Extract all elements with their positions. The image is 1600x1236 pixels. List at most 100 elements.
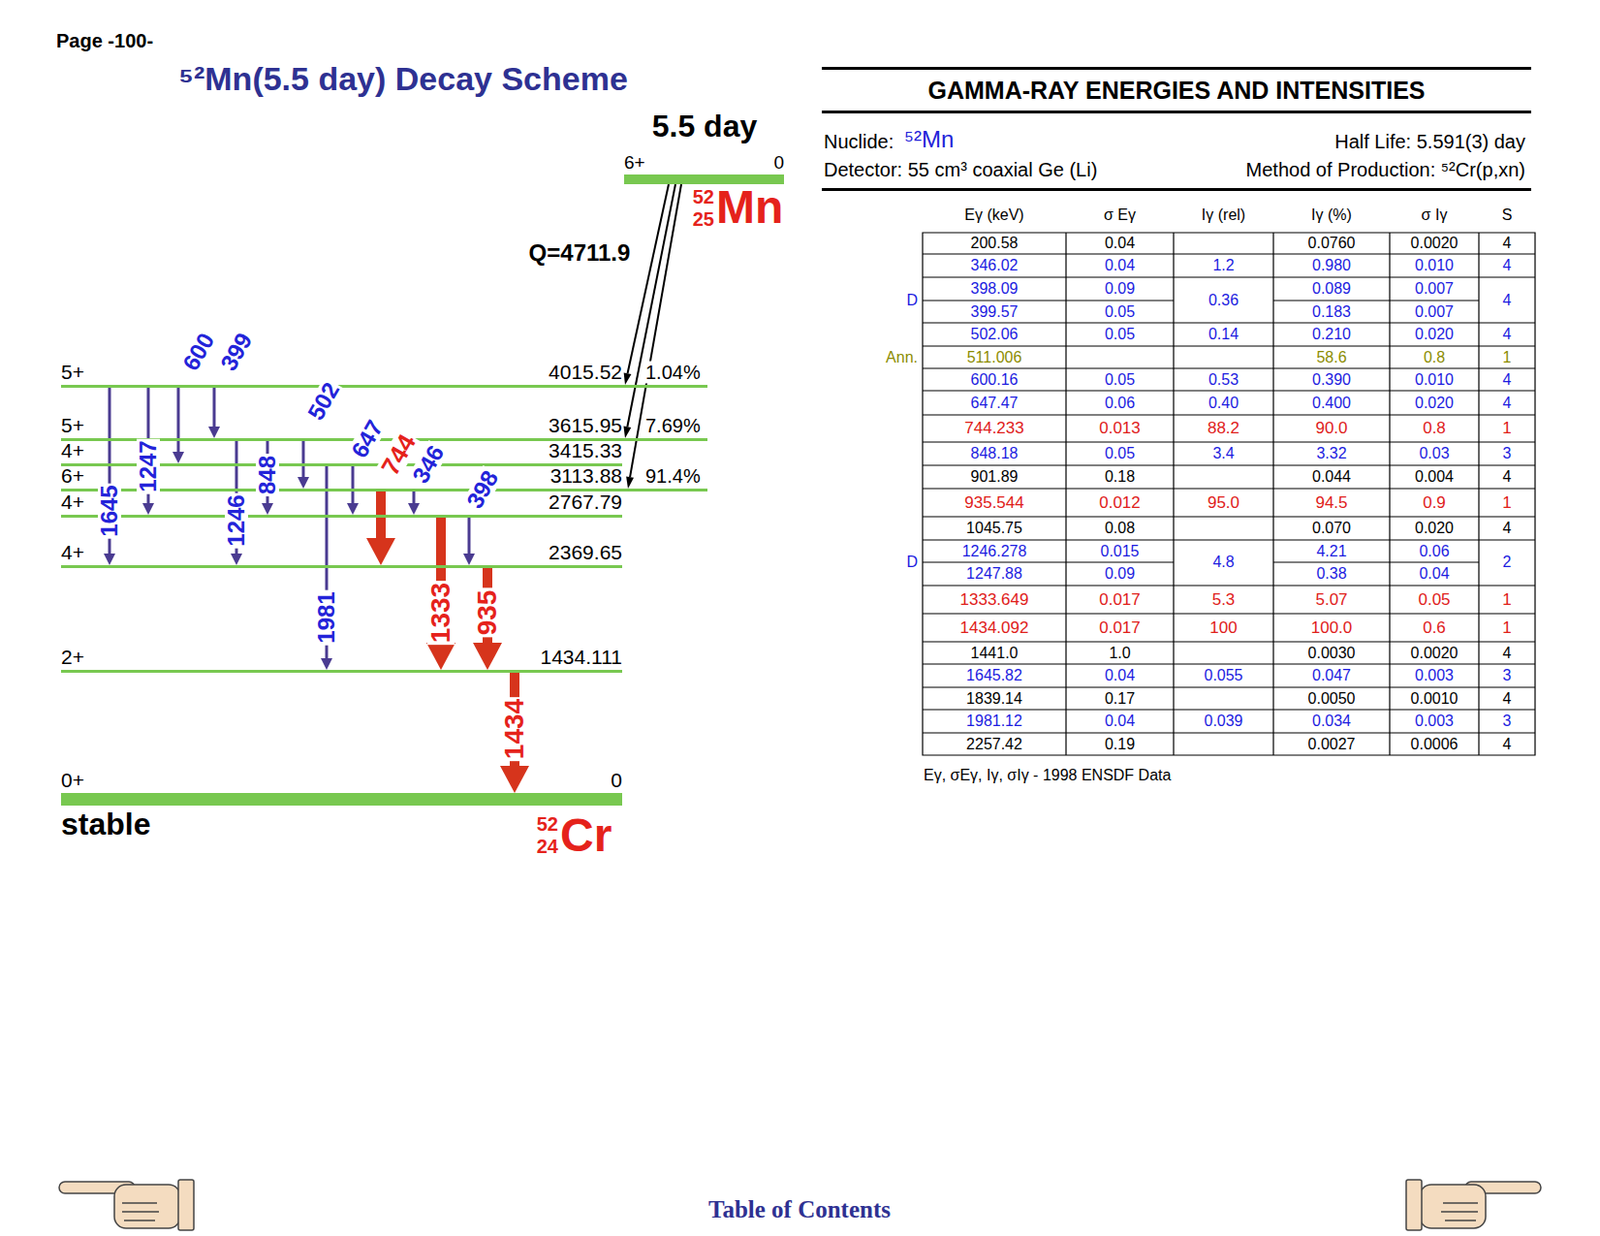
row-marker: D: [906, 291, 918, 310]
arrow-head: [623, 425, 631, 439]
table-cell: 0.003: [1414, 666, 1454, 685]
table-cell: 0.6: [1422, 618, 1446, 638]
level-energy: 2767.79: [548, 490, 623, 514]
table-cell: 3: [1503, 712, 1512, 730]
table-cell: 0.05: [1104, 444, 1135, 463]
level-energy: 2369.65: [548, 540, 623, 565]
parent-level: 6+0: [624, 149, 785, 185]
diagram-title: ⁵²Mn(5.5 day) Decay Scheme: [178, 60, 628, 98]
table-cell: 0.04: [1418, 564, 1449, 583]
arrow-head: [297, 476, 310, 489]
arrow-head: [407, 502, 420, 515]
arrow-head: [320, 658, 333, 670]
table-cell: 1: [1503, 347, 1512, 366]
pointing-hand: [1406, 1179, 1541, 1230]
half-life-field: Half Life: 5.591(3) day: [1334, 130, 1526, 154]
row-marker: Ann.: [885, 347, 918, 366]
spin-parity: 5+: [61, 360, 85, 384]
gamma-transition: [407, 490, 420, 516]
level-energy: 0: [610, 768, 623, 792]
table-cell: 399.57: [971, 302, 1019, 320]
table-cell: 4: [1503, 468, 1512, 486]
table-cell: 0.047: [1312, 666, 1351, 685]
table-cell: 4: [1503, 234, 1512, 252]
beta-feeding: [624, 184, 669, 385]
arrow-head: [261, 502, 274, 515]
table-cell: 0.400: [1312, 393, 1351, 411]
table-cell: 0.017: [1098, 590, 1141, 610]
table-cell: 0.17: [1104, 689, 1135, 707]
spin-parity: 4+: [61, 540, 85, 565]
spin-parity: 6+: [61, 464, 85, 488]
table-cell: 0.210: [1312, 325, 1351, 344]
table-cell: 0.183: [1312, 302, 1351, 320]
table-cell: 0.06: [1418, 541, 1449, 560]
spin-parity: 2+: [61, 645, 85, 669]
table-cell: 0.18: [1104, 468, 1135, 486]
table-cell: 0.0027: [1308, 734, 1356, 753]
arrow-shaft: [627, 184, 669, 374]
column-header: Eγ (keV): [964, 206, 1024, 224]
table-cell: 0.044: [1312, 468, 1351, 486]
gamma-energy: 1645: [97, 482, 122, 538]
arrow-head: [366, 537, 396, 565]
atomic-number: 25: [692, 208, 715, 231]
ground-level: 0+0stable: [61, 767, 623, 806]
table-cell: 0.06: [1104, 393, 1135, 411]
table-cell: 1839.14: [966, 689, 1023, 707]
arrow-shaft: [351, 465, 355, 505]
gamma-energy: 600: [178, 327, 220, 377]
table-cell: 398.09: [971, 280, 1019, 298]
element-symbol: Mn: [716, 180, 784, 234]
beta-feeding: [623, 184, 676, 439]
energy-level: 5+ 4015.52: [61, 359, 708, 388]
table-cell: 0.8: [1423, 347, 1445, 366]
table-cell: 0.38: [1316, 564, 1347, 583]
table-cell: 0.09: [1104, 280, 1135, 298]
table-cell: 0.390: [1312, 370, 1351, 388]
gamma-energy: 502: [303, 376, 346, 426]
table-cell: 1: [1502, 418, 1511, 439]
table-cell: 94.5: [1315, 493, 1348, 513]
table-cell: 0.015: [1099, 541, 1139, 560]
table-cell: 0.05: [1104, 325, 1135, 344]
table-cell: 100.0: [1311, 618, 1353, 638]
table-cell: 0.013: [1098, 418, 1141, 439]
beta-branch: 1.04%: [645, 361, 701, 384]
gamma-transition: [172, 386, 185, 465]
table-cell: 1645.82: [966, 666, 1023, 685]
level-energy: 3615.95: [548, 413, 623, 438]
table-cell: 0.004: [1414, 468, 1454, 486]
gamma-transition: [472, 566, 502, 671]
level-energy: 4015.52: [548, 360, 623, 384]
arrow-shaft: [468, 516, 471, 556]
detector-field: Detector: 55 cm³ coaxial Ge (Li): [823, 158, 1098, 182]
arrow-head: [500, 765, 530, 793]
table-cell: 0.53: [1208, 370, 1239, 388]
table-cell: 0.020: [1414, 325, 1454, 344]
table-cell: 600.16: [971, 370, 1019, 388]
arrow-head: [624, 372, 632, 385]
energy-level: 2+1434.111: [61, 644, 623, 673]
table-cell: 0.007: [1414, 280, 1454, 298]
gamma-energy: 1246: [224, 492, 249, 548]
table-cell: 0.0006: [1411, 734, 1459, 753]
mass-number: 52: [692, 186, 715, 209]
table-cell: 95.0: [1207, 493, 1240, 513]
spin-parity: 5+: [61, 413, 85, 438]
table-cell: 0.04: [1104, 234, 1135, 252]
table-rule: [821, 66, 1532, 70]
gamma-energy: 1981: [314, 589, 339, 645]
table-cell: 0.09: [1104, 564, 1135, 583]
page-number: Page -100-: [56, 30, 154, 53]
table-cell: 4: [1503, 256, 1512, 275]
nuclide-name: ⁵²Mn: [904, 125, 954, 154]
table-cell: 3: [1503, 444, 1512, 463]
table-cell: 100: [1209, 618, 1237, 638]
table-cell: 4: [1503, 519, 1512, 537]
arrow-shaft: [376, 490, 386, 540]
table-cell: 0.19: [1104, 734, 1135, 753]
arrow-shaft: [302, 439, 306, 479]
table-cell: 200.58: [971, 234, 1019, 252]
